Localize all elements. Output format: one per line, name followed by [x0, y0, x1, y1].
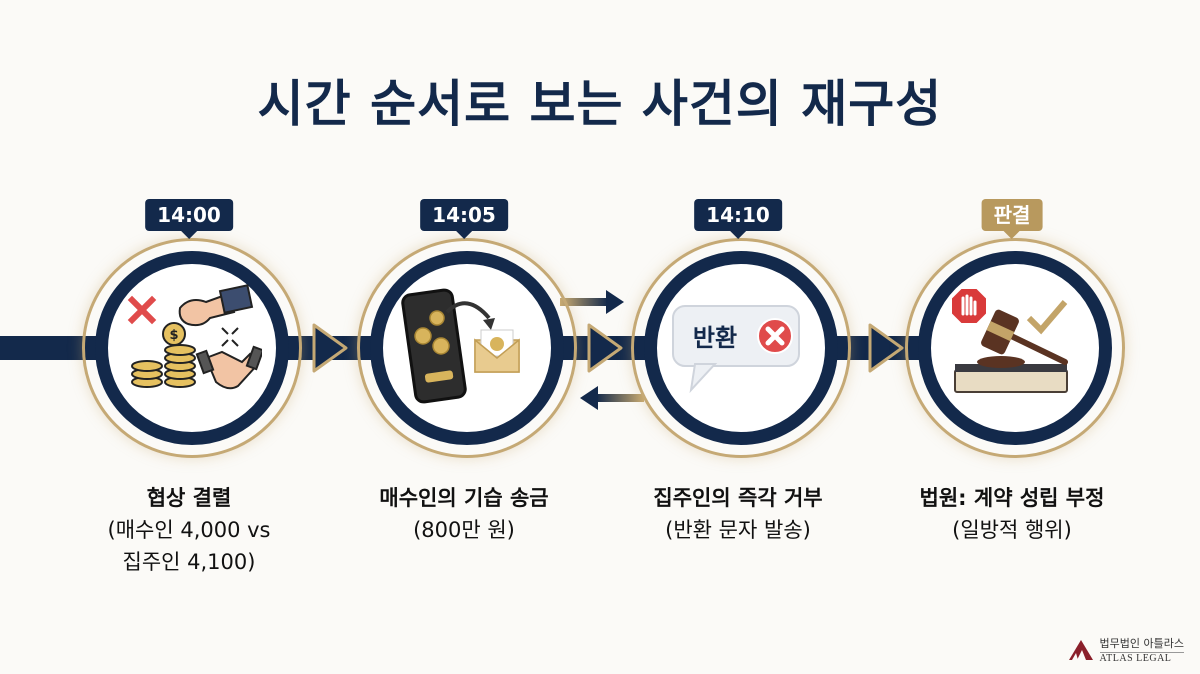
gavel-verdict-icon — [950, 287, 1068, 393]
return-message-rejected-icon: 반환 — [672, 305, 800, 394]
firm-logo: 법무법인 아틀라스 ATLAS LEGAL — [1068, 635, 1184, 664]
phone-money-transfer-icon — [401, 288, 520, 404]
arrow-right-icon — [312, 323, 348, 373]
timeline-node-verdict — [905, 238, 1125, 458]
page-title: 시간 순서로 보는 사건의 재구성 — [257, 75, 943, 133]
timeline-node-negotiation: $ — [82, 238, 302, 458]
firm-name-english: ATLAS LEGAL — [1099, 653, 1172, 664]
arrow-right-icon — [868, 323, 904, 373]
caption-negotiation: 협상 결렬 (매수인 4,000 vs 집주인 4,100) — [107, 486, 271, 574]
time-badge: 14:10 — [694, 199, 782, 239]
atlas-mountain-logo-icon — [1068, 639, 1093, 660]
timeline-node-rejection: 반환 — [631, 238, 851, 458]
caption-transfer: 매수인의 기습 송금 (800만 원) — [379, 486, 549, 542]
caption-rejection: 집주인의 즉각 거부 (반환 문자 발송) — [653, 486, 823, 542]
negotiation-failed-icon: $ — [127, 284, 262, 390]
arrow-right-icon — [587, 323, 623, 373]
timeline-node-transfer — [357, 238, 577, 458]
time-badge: 14:05 — [420, 199, 508, 239]
bubble-text: 반환 — [693, 324, 737, 352]
return-arrow-icon — [580, 386, 644, 410]
forward-transfer-arrow-icon — [560, 290, 624, 314]
caption-verdict: 법원: 계약 성립 부정 (일방적 행위) — [919, 486, 1105, 542]
firm-name-korean: 법무법인 아틀라스 — [1099, 635, 1184, 653]
svg-text:$: $ — [169, 328, 178, 343]
time-badge: 14:00 — [145, 199, 233, 239]
verdict-badge: 판결 — [981, 199, 1043, 239]
